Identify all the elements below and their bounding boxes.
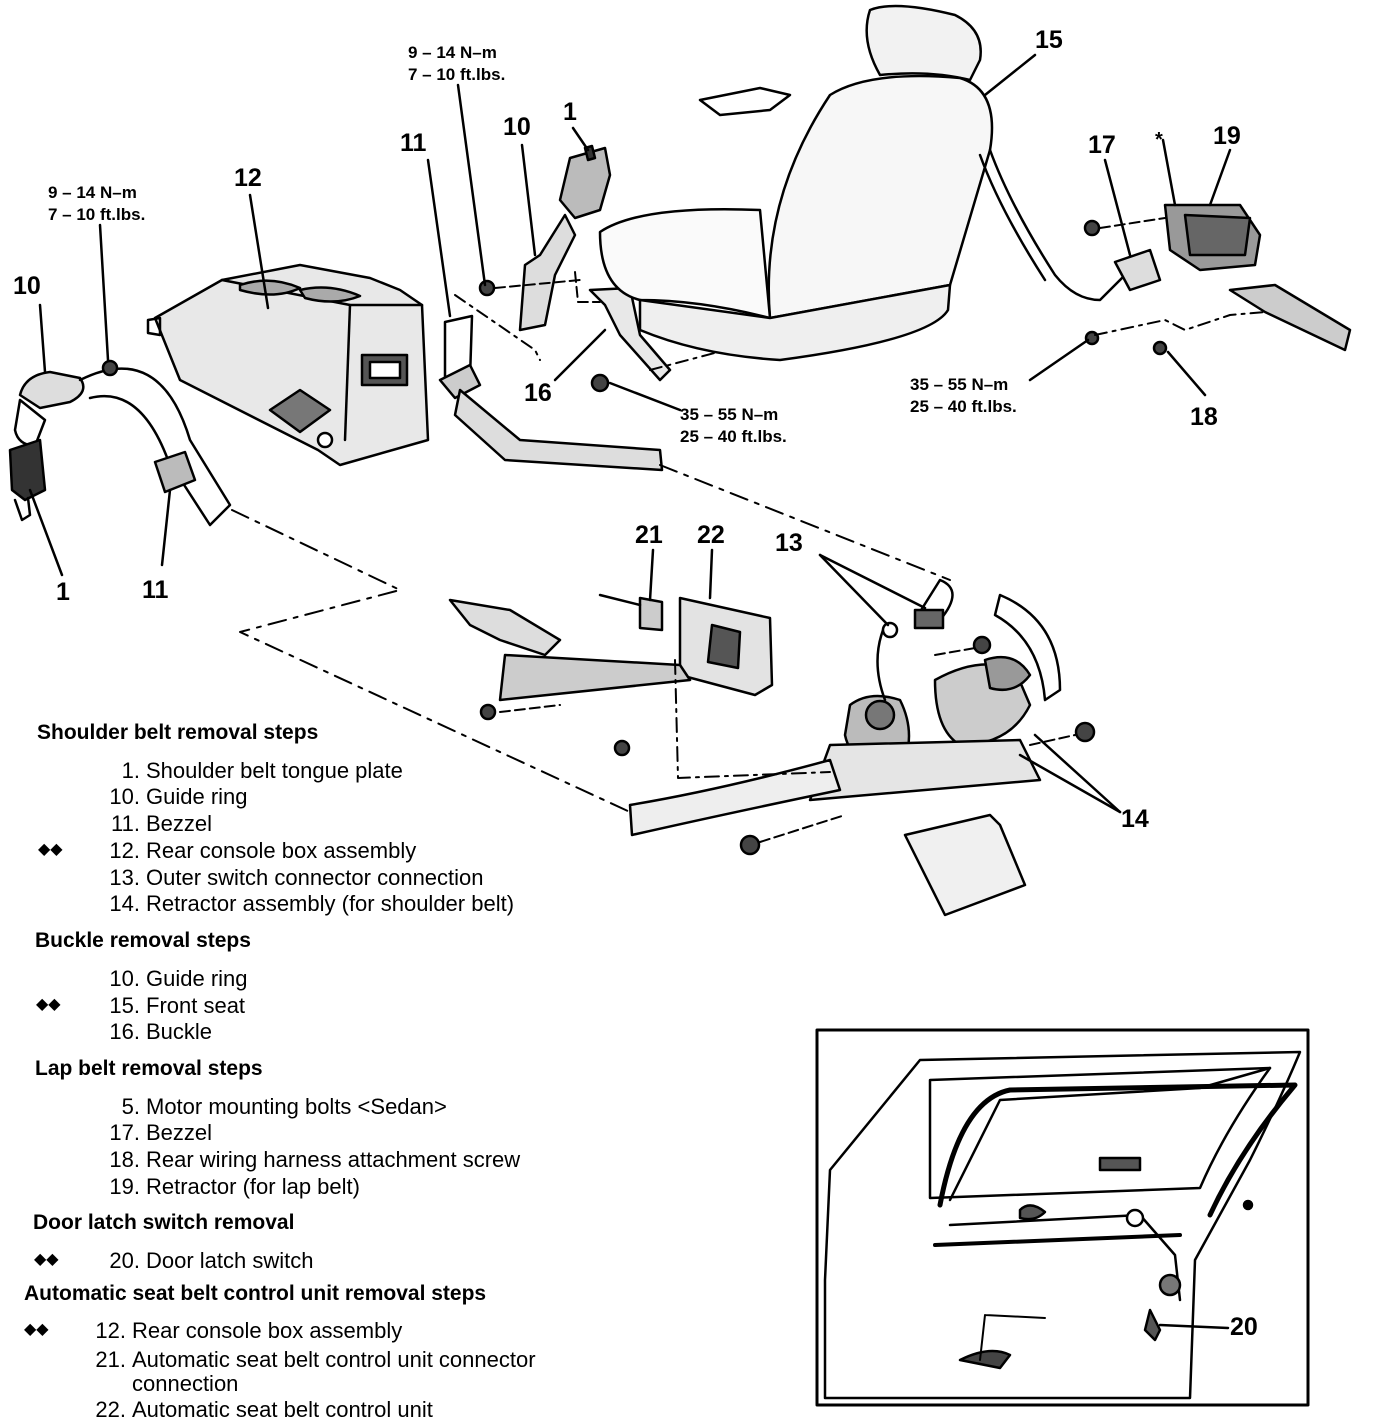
procedure-step: 11.Bezzel <box>111 811 213 836</box>
procedure-step: 13.Outer switch connector connection <box>109 865 484 890</box>
procedure-title: Lap belt removal steps <box>35 1057 263 1080</box>
callout-21: 21 <box>635 521 663 549</box>
torque-spec-top: 9 – 14 N–m 7 – 10 ft.lbs. <box>408 42 505 86</box>
procedure-title: Automatic seat belt control unit removal… <box>24 1282 487 1305</box>
lap-belt-retractor <box>1028 138 1352 397</box>
torque-nm: 9 – 14 N–m <box>408 43 497 62</box>
procedure-step: 10.Guide ring <box>109 784 248 809</box>
procedure-step: 19.Retractor (for lap belt) <box>109 1174 360 1199</box>
procedure-step: 17.Bezzel <box>109 1120 213 1145</box>
special-tool-mark: ◆◆ <box>24 1321 49 1338</box>
procedure-step: ◆◆20.Door latch switch <box>34 1248 314 1273</box>
control-unit <box>448 548 774 757</box>
procedure-step: 22.Automatic seat belt control unit <box>95 1397 433 1422</box>
callout-11-top: 11 <box>400 129 427 157</box>
torque-spec-buckle: 35 – 55 N–m 25 – 40 ft.lbs. <box>680 404 787 448</box>
callout-16: 16 <box>524 379 552 407</box>
callout-10-top: 10 <box>503 113 531 141</box>
procedure-step: 10.Guide ring <box>109 966 248 991</box>
procedure-title: Buckle removal steps <box>35 929 251 952</box>
procedure-title: Door latch switch removal <box>33 1211 295 1234</box>
procedure-step-continuation: connection <box>132 1371 239 1396</box>
procedure-step: ◆◆15.Front seat <box>36 993 246 1018</box>
callout-12: 12 <box>234 164 262 192</box>
torque-nm: 35 – 55 N–m <box>680 405 779 424</box>
callout-20: 20 <box>1230 1313 1258 1341</box>
special-tool-mark: ◆◆ <box>36 996 61 1013</box>
torque-ftlb: 7 – 10 ft.lbs. <box>48 205 146 224</box>
torque-spec-lap: 35 – 55 N–m 25 – 40 ft.lbs. <box>910 374 1017 418</box>
callout-1-top: 1 <box>563 98 577 126</box>
torque-spec-left: 9 – 14 N–m 7 – 10 ft.lbs. <box>48 182 145 226</box>
procedure-step: 1.Shoulder belt tongue plate <box>121 758 403 783</box>
callout-1-left: 1 <box>56 578 70 606</box>
special-tool-mark: ◆◆ <box>38 841 63 858</box>
procedure-step: 16.Buckle <box>109 1019 213 1044</box>
procedure-step: 14.Retractor assembly (for shoulder belt… <box>109 891 515 916</box>
torque-ftlb: 7 – 10 ft.lbs. <box>408 65 506 84</box>
procedure-step: 21.Automatic seat belt control unit conn… <box>95 1347 536 1372</box>
callout-11-left: 11 <box>142 576 169 604</box>
callout-15: 15 <box>1035 26 1063 54</box>
callout-22: 22 <box>697 521 725 549</box>
callout-18: 18 <box>1190 403 1218 431</box>
callout-17: 17 <box>1088 131 1116 159</box>
shoulder-belt-retractor <box>628 553 1122 917</box>
torque-nm: 9 – 14 N–m <box>48 183 137 202</box>
torque-nm: 35 – 55 N–m <box>910 375 1009 394</box>
procedure-step: 18.Rear wiring harness attachment screw <box>109 1147 521 1172</box>
door-inset <box>815 1028 1310 1407</box>
special-tool-mark: ◆◆ <box>34 1251 59 1268</box>
front-seat <box>598 4 1132 362</box>
left-shoulder-belt-assembly <box>8 223 631 813</box>
torque-ftlb: 25 – 40 ft.lbs. <box>680 427 787 446</box>
torque-ftlb: 25 – 40 ft.lbs. <box>910 397 1017 416</box>
procedure-title: Shoulder belt removal steps <box>37 721 319 744</box>
procedure-step: ◆◆12.Rear console box assembly <box>24 1318 403 1343</box>
callout-13: 13 <box>775 529 803 557</box>
callout-10-left: 10 <box>13 272 41 300</box>
procedure-step: ◆◆12.Rear console box assembly <box>38 838 417 863</box>
rear-console-box <box>146 193 430 467</box>
bezel-and-buckle <box>426 83 951 581</box>
callout-19: 19 <box>1213 122 1241 150</box>
procedure-step: 5.Motor mounting bolts <Sedan> <box>121 1094 447 1119</box>
callout-14: 14 <box>1121 805 1149 833</box>
callout-asterisk: * <box>1155 129 1163 151</box>
